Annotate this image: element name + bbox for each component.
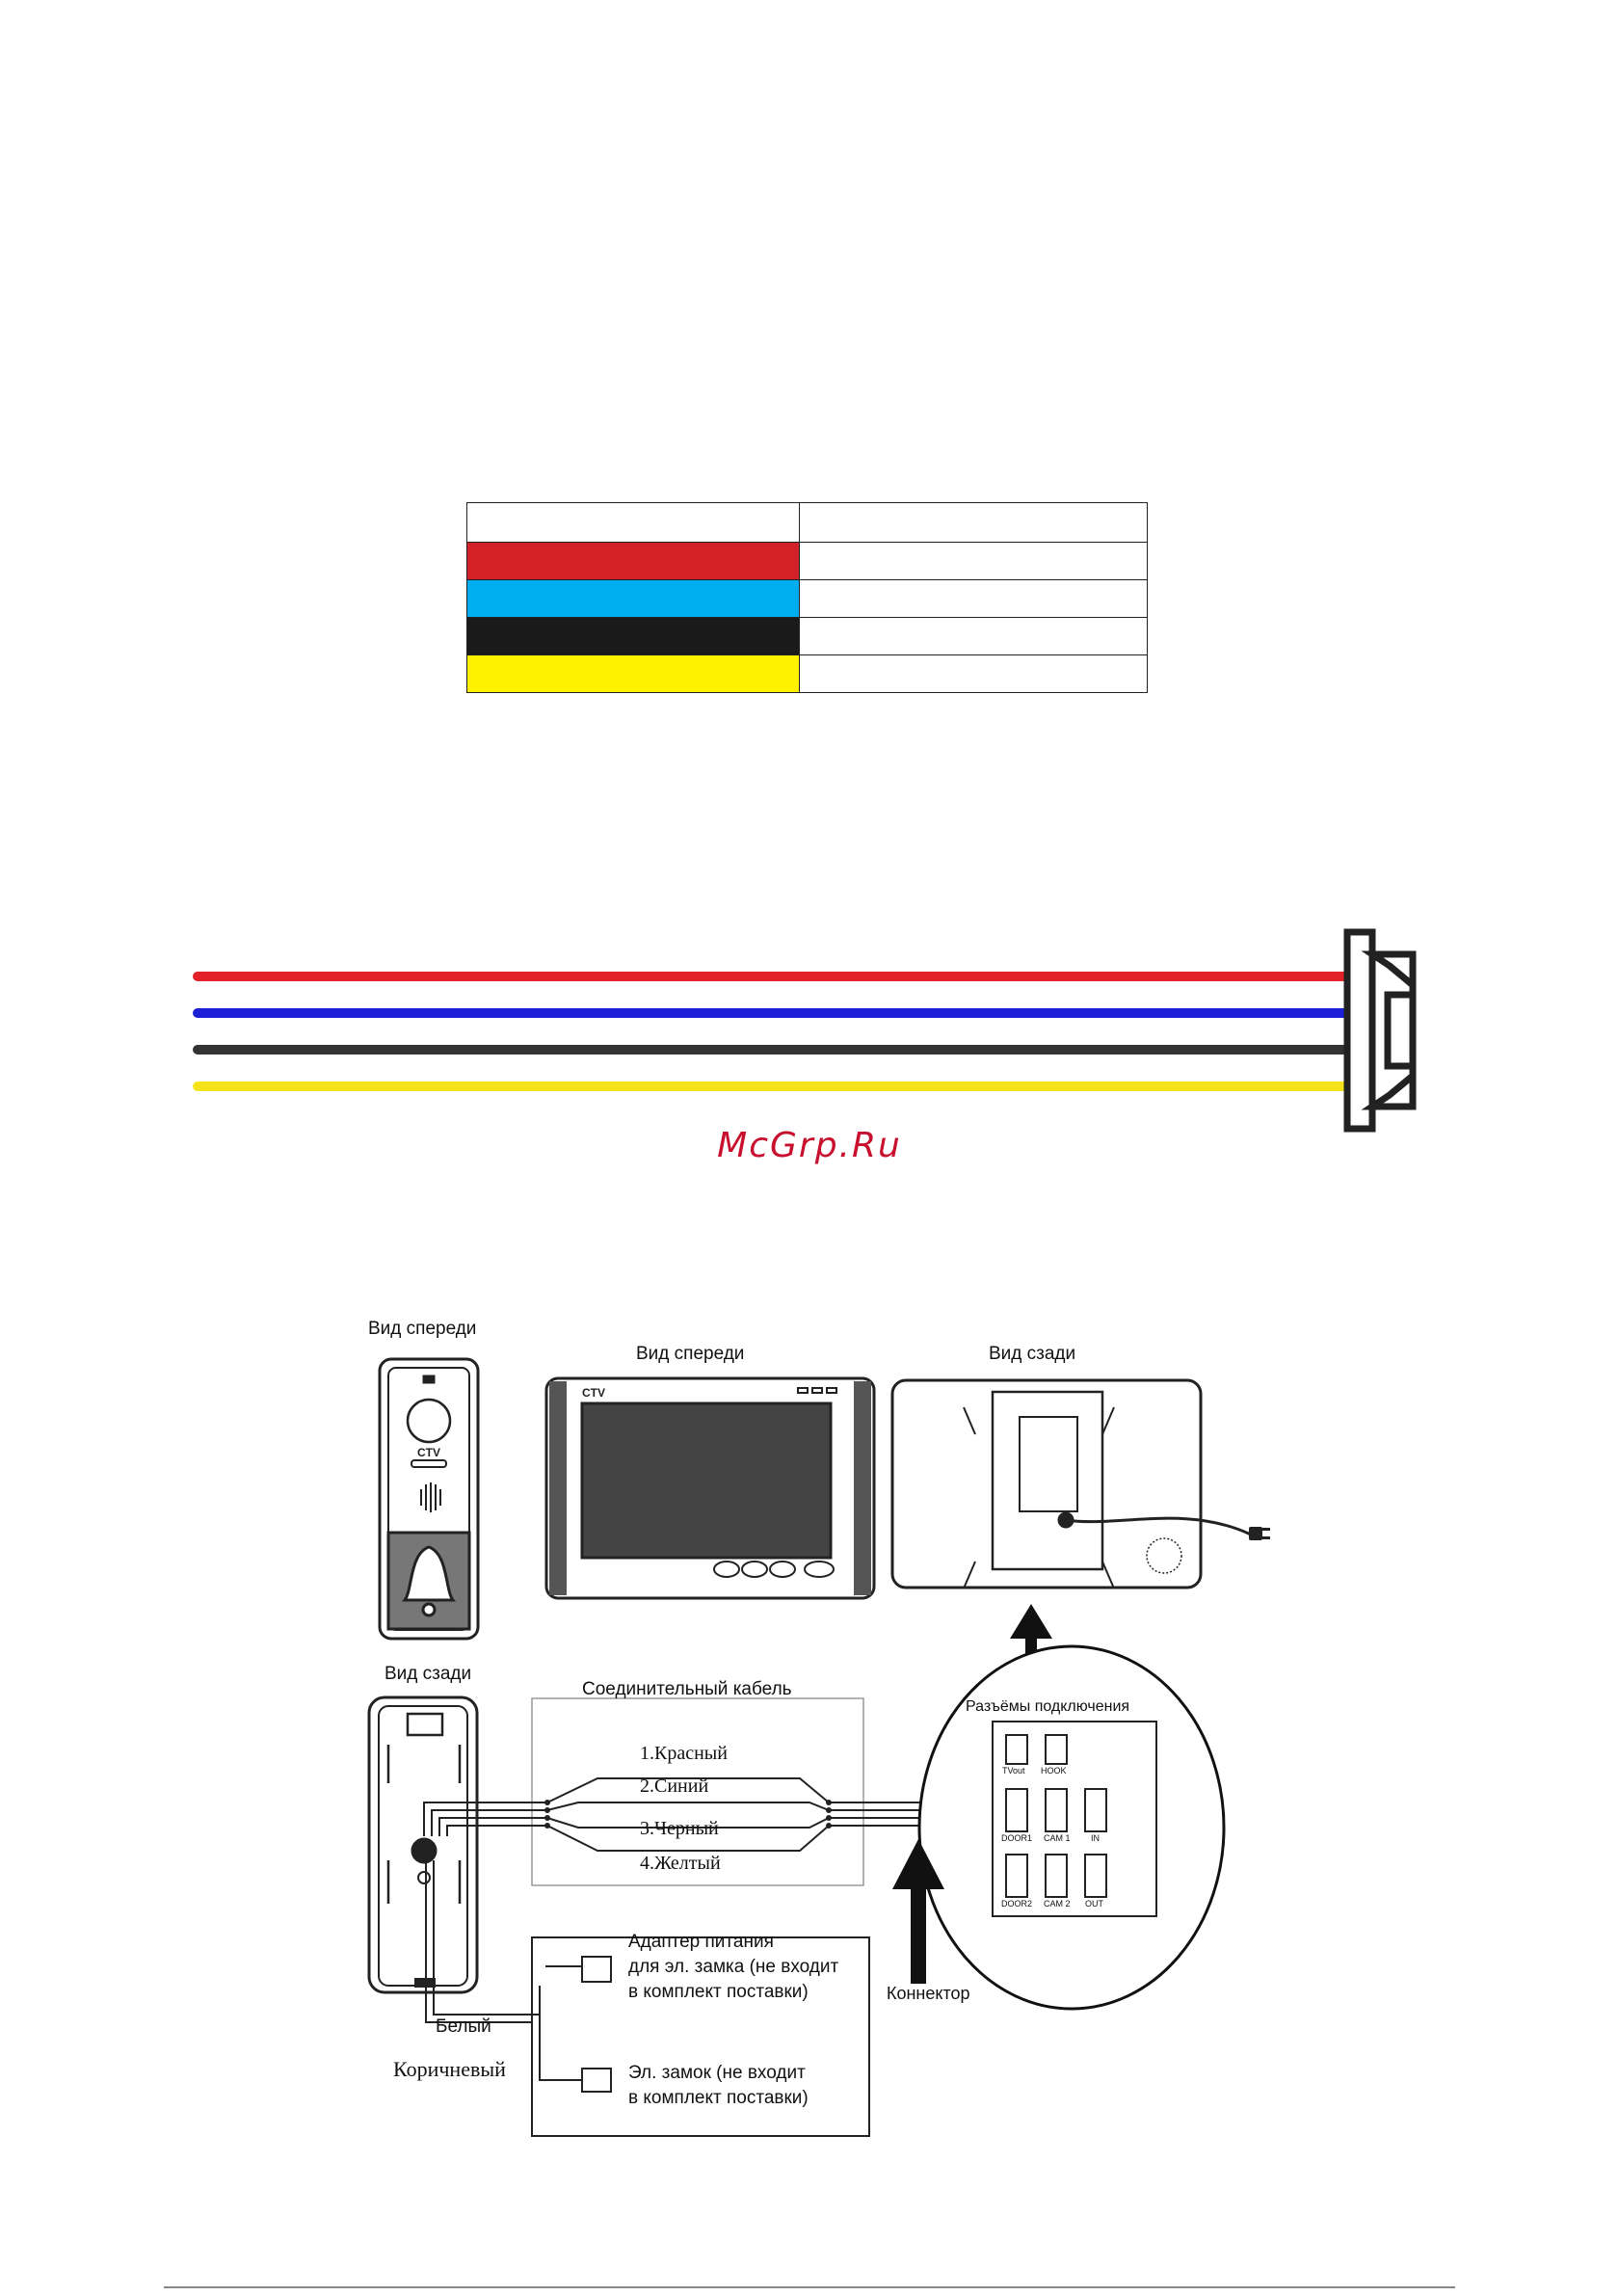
port-hook: HOOK [1041,1766,1067,1775]
port-tvout: TVout [1002,1766,1025,1775]
cable-wire-4: 4.Желтый [640,1853,721,1874]
wire-connector-plug [1343,928,1417,1133]
watermark: McGrp.Ru [717,1126,902,1165]
power-adapter-label-1: Адаптер питания [628,1932,774,1952]
port-door1: DOOR1 [1001,1833,1033,1843]
svg-text:CTV: CTV [417,1446,440,1459]
lock-label-2: в комплект поставки) [628,2088,809,2108]
monitor-front-label: Вид спереди [636,1344,745,1364]
table-row [466,579,1148,618]
table-row [466,617,1148,655]
panel-front-label: Вид спереди [368,1319,477,1339]
wire-color-table [466,502,1148,693]
color-swatch-yellow [466,654,800,693]
connectors-zoom-circle [917,1644,1226,2011]
cable-wire-1: 1.Красный [640,1743,728,1764]
cable-title: Соединительный кабель [582,1679,792,1699]
monitor-brand-logo: CTV [582,1386,605,1400]
monitor-front: CTV [544,1376,876,1600]
call-panel-front: CTV [378,1357,480,1641]
yellow-wire [193,1081,1349,1091]
connector-label: Коннектор [887,1984,970,2003]
call-panel-back [367,1695,479,1994]
color-swatch-black [466,617,800,655]
lock-label-1: Эл. замок (не входит [628,2063,806,2083]
black-wire [193,1045,1349,1055]
connector-arrow [892,1839,944,1984]
monitor-back [890,1378,1270,1589]
power-adapter-label-3: в комплект поставки) [628,1982,809,2002]
blue-wire [193,1008,1349,1018]
port-in: IN [1091,1833,1100,1843]
cable-wire-3: 3.Черный [640,1818,719,1839]
monitor-back-label: Вид сзади [989,1344,1076,1364]
table-row [466,654,1148,693]
footer-rule [164,2286,1455,2288]
port-cam2: CAM 2 [1044,1899,1071,1909]
port-cam1: CAM 1 [1044,1833,1071,1843]
panel-back-label: Вид сзади [385,1664,472,1684]
color-swatch-blue [466,579,800,618]
port-out: OUT [1085,1899,1103,1909]
white-wire-label: Белый [436,2016,491,2037]
brown-wire-label: Коричневый [393,2057,506,2081]
cable-box [423,1697,995,2023]
connectors-title: Разъёмы подключения [966,1698,1130,1715]
up-arrow [1010,1604,1052,1677]
red-wire [193,972,1349,981]
power-adapter-label-2: для эл. замка (не входит [628,1957,839,1977]
lock-box [531,1936,870,2137]
port-door2: DOOR2 [1001,1899,1033,1909]
cable-wire-2: 2.Синий [640,1775,709,1797]
